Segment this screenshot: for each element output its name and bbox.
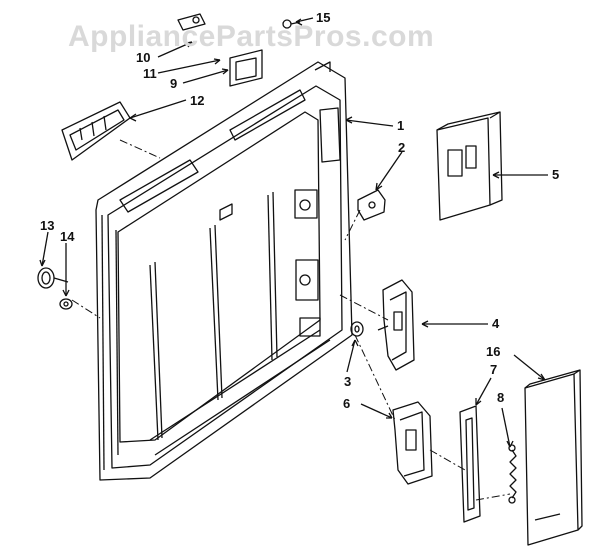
part-8-spring — [508, 444, 517, 504]
part-14-washer — [59, 298, 73, 310]
part-4-latch-assembly — [377, 279, 415, 371]
part-2-latch-clip — [357, 189, 386, 221]
part-10-clip — [177, 13, 206, 31]
part-16-cover — [524, 369, 583, 546]
watermark-text: AppliancePartsPros.com — [68, 20, 435, 53]
door-panel — [95, 61, 353, 481]
callout-15: 15 — [316, 10, 331, 25]
callout-arrows — [39, 17, 548, 448]
callout-1: 1 — [397, 118, 405, 133]
part-3-screw — [350, 321, 364, 337]
part-15-screw — [282, 19, 301, 29]
callout-14: 14 — [60, 229, 75, 244]
part-9-bracket — [229, 49, 263, 87]
part-7-link — [459, 405, 481, 523]
callout-4: 4 — [492, 316, 500, 331]
callout-9: 9 — [170, 76, 178, 91]
callout-8: 8 — [497, 390, 505, 405]
part-5-switch-housing — [436, 111, 503, 221]
callout-2: 2 — [398, 140, 406, 155]
part-12-handle — [61, 101, 131, 161]
part-13-knob — [37, 267, 69, 289]
callout-5: 5 — [552, 167, 560, 182]
callout-13: 13 — [40, 218, 55, 233]
callout-12: 12 — [190, 93, 205, 108]
callout-6: 6 — [343, 396, 351, 411]
callout-16: 16 — [486, 344, 501, 359]
callout-7: 7 — [490, 362, 498, 377]
callout-11: 11 — [143, 66, 157, 81]
part-6-strike — [392, 401, 433, 485]
callout-3: 3 — [344, 374, 352, 389]
callout-10: 10 — [136, 50, 151, 65]
